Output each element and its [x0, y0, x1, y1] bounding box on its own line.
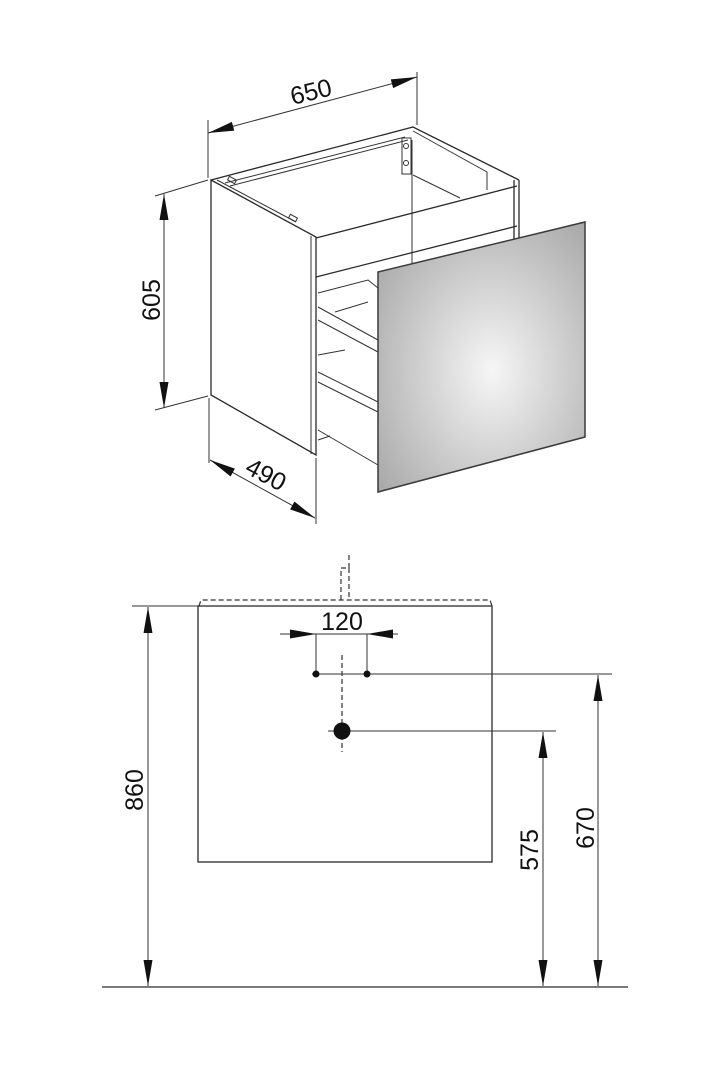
front-view: 860 120 575 670: [102, 555, 628, 988]
countertop-outline: [198, 599, 493, 607]
back-bottom: [412, 174, 461, 199]
top-side-rail-right: [412, 130, 488, 190]
hole-spacing-label: 120: [321, 608, 363, 636]
wall-bracket: [401, 137, 412, 175]
right-side-edge: [513, 180, 520, 240]
front-rail: [315, 185, 518, 278]
tap-hole-right: [363, 670, 371, 678]
top-rail: [224, 136, 409, 187]
dimension-605: 605: [138, 179, 209, 411]
left-side-panel: [210, 178, 317, 457]
inner-drawers: [317, 279, 379, 466]
dimension-650: 650: [207, 72, 418, 178]
total-height-label: 860: [121, 769, 149, 811]
isometric-cabinet: [210, 126, 586, 493]
top-back-edge: [210, 126, 520, 181]
supply-height-label: 670: [572, 807, 600, 849]
height-label: 605: [138, 279, 166, 321]
left-panel-edge: [216, 179, 312, 454]
door-front: [377, 221, 586, 493]
siphon-pipe: [340, 555, 350, 600]
depth-label: 490: [241, 453, 291, 497]
tap-hole-left: [312, 670, 320, 678]
dimension-490: 490: [208, 398, 317, 524]
drain-height-label: 575: [516, 829, 544, 871]
drain-hole: [333, 722, 351, 740]
width-label: 650: [287, 74, 334, 111]
cabinet-front: [197, 605, 493, 863]
